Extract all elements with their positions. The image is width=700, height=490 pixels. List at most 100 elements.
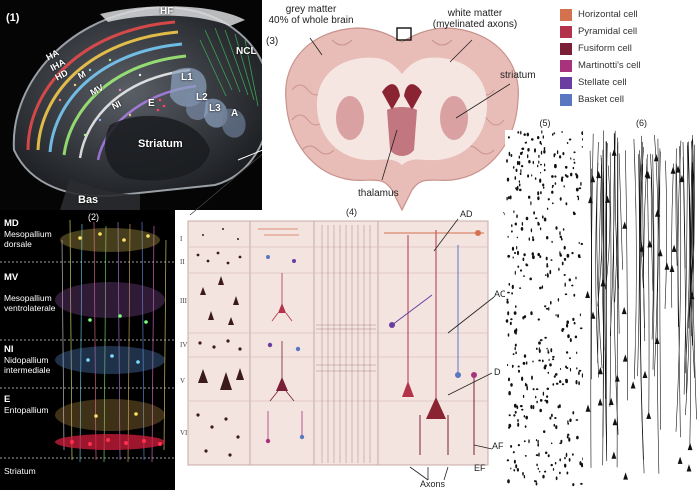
nissl-cell [537,439,539,444]
nissl-cell [531,375,533,380]
golgi-soma [608,397,614,405]
golgi-soma [677,456,683,464]
golgi-soma [604,195,610,203]
nissl-cell [564,174,567,177]
nissl-cell [519,287,522,289]
legend-item: Fusiform cell [560,40,698,57]
nissl-cell [563,185,565,188]
nissl-cell [529,277,532,281]
nissl-cell [559,368,562,370]
nissl-cell [565,452,568,458]
nissl-cell [537,136,540,140]
nissl-cell [542,135,544,139]
nissl-cell [571,284,574,287]
nissl-cell [525,264,529,267]
nissl-cell [538,347,540,352]
nissl-cell [507,479,510,484]
nissl-cell [512,256,514,259]
nissl-cell [511,230,513,233]
nissl-cell [560,237,563,241]
nissl-cell [561,261,564,266]
nissl-cell [537,252,540,257]
nissl-cell [540,150,543,155]
nissl-cell [537,467,539,470]
nissl-cell [530,228,533,233]
nissl-cell [576,351,578,355]
nissl-cell [566,253,570,258]
nissl-cell [534,217,538,220]
nissl-cell [537,221,540,224]
row-name: Entopallium [4,405,49,415]
nissl-cell [569,338,572,343]
legend-item: Horizontal cell [560,6,698,23]
nissl-cell [518,162,521,166]
legend-label: Martinotti's cell [578,60,641,71]
nissl-cell [508,196,510,200]
nissl-cell [520,130,522,135]
nissl-cell [555,476,558,481]
nissl-cell [550,348,553,353]
golgi-dendrite [609,152,612,407]
nissl-cell [508,423,512,428]
golgi-dendrite [601,157,605,351]
nissl-cell [534,177,537,180]
nissl-cell [544,367,546,370]
nissl-cell [535,454,539,457]
nissl-cell [523,275,525,277]
golgi-stain-panel: (6) [583,118,700,490]
nissl-cell [512,364,514,369]
golgi-dendrite [659,148,661,430]
nissl-cell [572,317,575,321]
nissl-cell [575,380,578,385]
golgi-soma [597,398,603,406]
nissl-cell [512,353,515,356]
nissl-cell [542,186,545,189]
nissl-cell [551,202,554,205]
nissl-cell [551,175,554,178]
nissl-cell [545,256,548,261]
nissl-cell [554,175,557,178]
nissl-cell [551,442,553,445]
nissl-cell [513,210,515,214]
nissl-cell [538,359,541,362]
nissl-cell [569,357,571,359]
nissl-cell [518,183,521,187]
nissl-cell [538,160,540,164]
nissl-cell [573,158,575,161]
legend-label: Stellate cell [578,77,627,88]
row-name-2: intermediale [4,365,51,375]
nissl-cell [552,383,555,386]
nissl-cell [564,165,568,169]
annotation-d: D [494,367,501,377]
golgi-soma [590,174,596,183]
golgi-dendrite [692,165,697,420]
nissl-cell [514,270,516,275]
nissl-cell [532,236,534,239]
grey-matter-label: grey matter 40% of whole brain [266,4,356,26]
nissl-cell [532,160,534,165]
nissl-cell [553,153,556,158]
nissl-cell [507,136,510,139]
nissl-cell [567,334,570,339]
nissl-cell [522,361,526,365]
nissl-cell [566,435,569,439]
nissl-cell [567,433,570,436]
golgi-soma [669,264,675,272]
golgi-soma [653,154,659,162]
nissl-cell [543,217,547,222]
nissl-cell [524,425,527,428]
nissl-cell [513,311,517,315]
region-l2-label: L2 [196,92,208,103]
panel-number: (5) [539,118,551,128]
golgi-dendrite [683,142,688,395]
nissl-cell [552,468,555,471]
nissl-cell [553,423,556,427]
white-matter-label: white matter (myelinated axons) [420,8,530,30]
nissl-cell [551,184,555,187]
nissl-cell [532,255,535,260]
nissl-cell [544,399,547,402]
golgi-dendrite [618,153,623,270]
nissl-cell [522,257,525,262]
nissl-cell [549,363,552,367]
nissl-cell [526,386,528,391]
